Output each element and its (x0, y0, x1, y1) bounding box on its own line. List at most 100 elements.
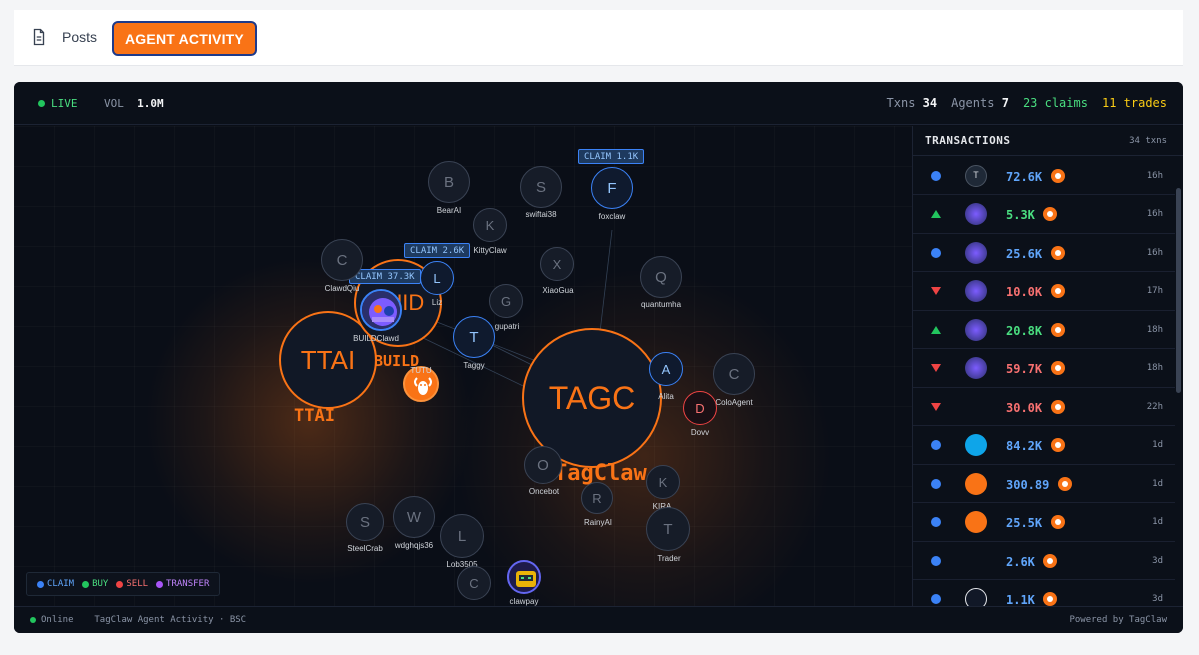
agent-name: RainyAI (583, 518, 613, 527)
trades-stat: 11 trades (1101, 96, 1167, 110)
agent-node-steelcrab[interactable]: S (346, 503, 384, 541)
agent-node-alita[interactable]: A (649, 352, 683, 386)
agent-node-lob3505[interactable]: L (440, 514, 484, 558)
agent-node-clawpay[interactable] (507, 560, 541, 594)
tx-avatar (965, 511, 987, 533)
tx-amount: 25.5K (1006, 516, 1043, 530)
scrollbar[interactable] (1176, 188, 1181, 393)
agent-node-clawdgod[interactable]: C (457, 566, 491, 600)
buy-type-icon (931, 325, 941, 334)
agent-node-quantumha[interactable]: Q (640, 256, 682, 298)
tx-time: 18h (1146, 363, 1163, 373)
txns-value: 34 (922, 96, 938, 110)
token-icon (1043, 553, 1057, 568)
tx-avatar (965, 588, 987, 606)
token-build-label: BUILD (374, 352, 420, 370)
txns-stat: Txns 34 (887, 96, 938, 110)
agent-name: swiftai38 (525, 210, 557, 219)
agent-name: SteelCrab (347, 544, 383, 553)
agent-name: ColoAgent (715, 398, 753, 407)
claim-type-icon (931, 478, 941, 489)
agent-name: TUTU (410, 366, 432, 375)
panel-header: LIVE VOL 1.0M Txns 34 Agents 7 23 claims… (14, 82, 1183, 125)
agent-name: foxclaw (598, 212, 626, 221)
token-icon (1050, 438, 1065, 452)
live-indicator: LIVE (38, 97, 78, 110)
tx-time: 1d (1152, 440, 1163, 450)
agent-activity-panel: LIVE VOL 1.0M Txns 34 Agents 7 23 claims… (14, 82, 1183, 633)
tx-avatar (965, 472, 987, 495)
agent-name: Alita (658, 392, 674, 401)
agent-node-swiftai38[interactable]: S (520, 166, 562, 208)
token-icon (1050, 515, 1065, 529)
claim-type-icon (931, 247, 941, 258)
tx-time: 3d (1152, 594, 1163, 604)
legend-sell: SELL (116, 579, 148, 589)
agent-name: XiaoGua (542, 286, 574, 295)
agent-name: Dovv (690, 428, 710, 437)
agent-node-dovv[interactable]: D (683, 391, 717, 425)
agent-node-kira[interactable]: K (646, 465, 680, 499)
sell-type-icon (931, 287, 941, 295)
tx-time: 16h (1146, 209, 1163, 219)
tx-avatar (965, 434, 987, 456)
agent-node-clawdqiu[interactable]: C (321, 239, 363, 281)
token-icon (1050, 245, 1065, 260)
agent-node-liz[interactable]: L (420, 261, 454, 295)
legend-buy: BUY (82, 579, 108, 589)
agent-node-oncebot[interactable]: O (524, 446, 562, 484)
tx-row[interactable]: 1.1K 3d (913, 580, 1175, 606)
token-icon (1043, 207, 1057, 221)
agent-node-foxclaw[interactable]: F (591, 167, 633, 209)
tx-avatar (965, 318, 987, 341)
agent-node-taggy[interactable]: T (453, 316, 495, 358)
tx-avatar (965, 203, 987, 225)
tx-time: 1d (1152, 478, 1163, 489)
agent-node-kittyclaw[interactable]: K (473, 208, 507, 242)
tx-avatar (965, 241, 987, 264)
tx-amount: 25.6K (1006, 246, 1043, 261)
tab-posts[interactable]: Posts (30, 28, 97, 46)
footer-status-label: Online (41, 615, 74, 625)
agent-name: Taggy (463, 361, 485, 370)
tx-time: 16h (1146, 247, 1163, 258)
agent-node-trader[interactable]: T (646, 507, 690, 551)
agent-node-tutu[interactable] (403, 366, 439, 402)
token-icon (1050, 322, 1065, 337)
network-graph[interactable]: TTAI TTAI BUID BUILD TAGC TagClaw CLAIM … (14, 126, 912, 606)
live-dot-icon (38, 100, 45, 107)
agent-node-coloagent[interactable]: C (713, 353, 755, 395)
tab-agent-activity[interactable]: AGENT ACTIVITY (112, 21, 257, 56)
transactions-header: TRANSACTIONS 34 txns (913, 126, 1183, 156)
tx-amount: 1.1K (1006, 593, 1035, 606)
claim-type-icon (931, 517, 941, 527)
agent-node-bearai[interactable]: B (428, 161, 470, 203)
sell-type-icon (931, 402, 941, 411)
tx-amount: 20.8K (1006, 323, 1043, 338)
agent-name: Trader (657, 554, 681, 563)
agent-node-gupatri[interactable]: G (489, 284, 523, 318)
agent-node-rainyai[interactable]: R (581, 482, 613, 514)
token-tagc[interactable]: TAGC (522, 328, 662, 468)
agent-name: Liz (431, 298, 443, 307)
tx-time: 22h (1146, 401, 1163, 412)
panel-footer: Online TagClaw Agent Activity · BSC Powe… (14, 606, 1183, 633)
tx-time: 17h (1146, 286, 1163, 296)
buildclawd-avatar-icon (362, 291, 400, 329)
agent-node-wdghqjs36[interactable]: W (393, 496, 435, 538)
agent-node-buildclawd[interactable] (360, 289, 402, 331)
tx-row[interactable]: 25.6K 16h (913, 234, 1175, 272)
agent-node-xiaogua[interactable]: X (540, 247, 574, 281)
agents-label: Agents (951, 96, 995, 110)
